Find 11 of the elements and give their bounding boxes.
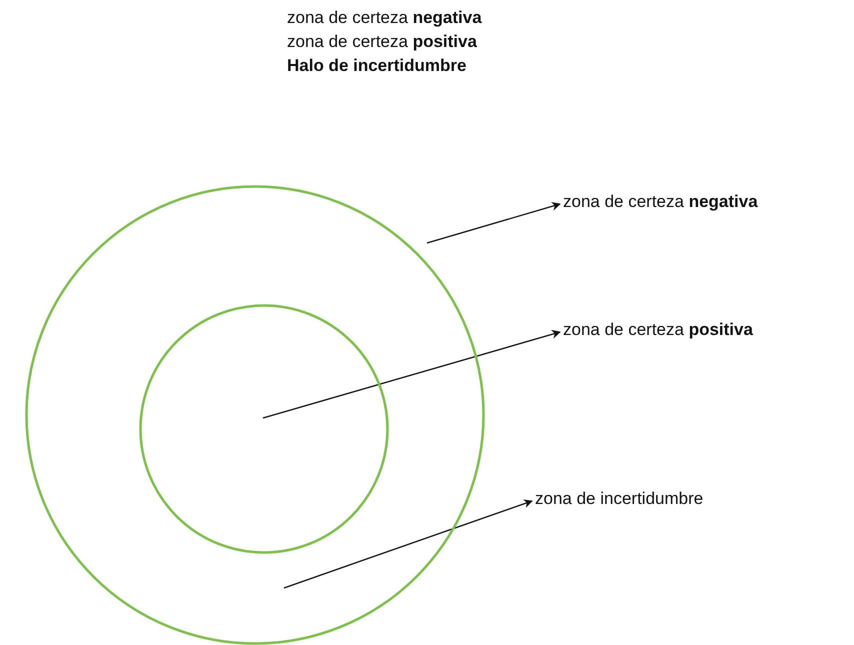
zone-label: zona de certeza positiva xyxy=(563,320,753,340)
legend-text: Halo de incertidumbre xyxy=(287,56,466,76)
zone-label: zona de incertidumbre xyxy=(535,489,704,509)
legend-text: zona de certeza positiva xyxy=(287,32,477,52)
zone-label: zona de certeza negativa xyxy=(563,192,758,212)
leader-arrow xyxy=(284,499,533,589)
legend-text: zona de certeza negativa xyxy=(287,8,482,28)
inner-circle xyxy=(139,304,389,554)
outer-circle xyxy=(25,185,485,645)
leader-arrow xyxy=(426,202,561,244)
leader-arrow xyxy=(262,330,561,419)
